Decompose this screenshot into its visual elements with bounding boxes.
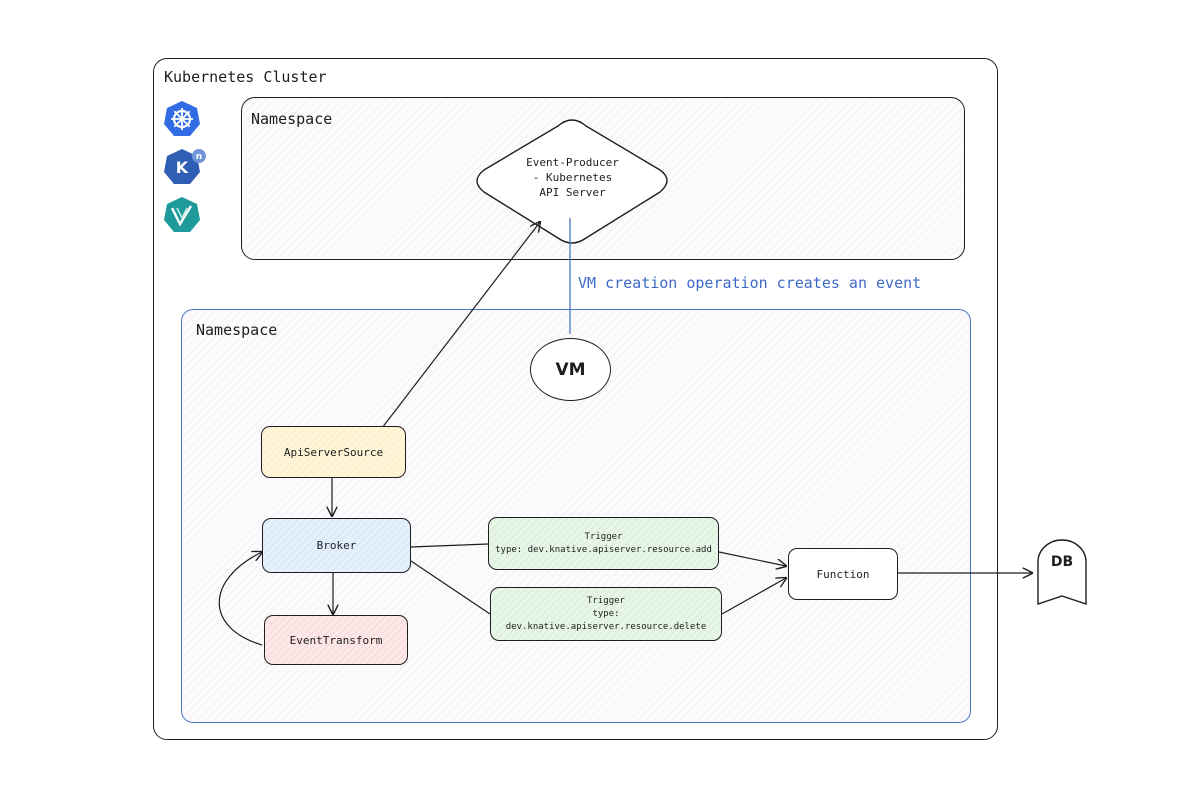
vm-creation-annotation: VM creation operation creates an event xyxy=(578,274,922,292)
function-node: Function xyxy=(788,548,898,600)
trigger-add-node: Trigger type: dev.knative.apiserver.reso… xyxy=(488,517,719,570)
svg-text:K: K xyxy=(176,158,189,177)
broker-node: Broker xyxy=(262,518,411,573)
api-server-source-node: ApiServerSource xyxy=(261,426,406,478)
api-server-source-label: ApiServerSource xyxy=(283,445,384,459)
event-transform-node: EventTransform xyxy=(264,615,408,665)
broker-label: Broker xyxy=(316,539,357,552)
trigger-delete-type: type: dev.knative.apiserver.resource.del… xyxy=(505,608,707,632)
trigger-delete-node: Trigger type: dev.knative.apiserver.reso… xyxy=(490,587,722,641)
vm-label: VM xyxy=(555,359,586,380)
kubernetes-logo-icon xyxy=(163,100,201,138)
db-label: DB xyxy=(1050,554,1074,570)
event-transform-label: EventTransform xyxy=(289,633,383,647)
knative-logo-icon: K n xyxy=(163,148,209,186)
trigger-add-type: type: dev.knative.apiserver.resource.add xyxy=(495,544,712,555)
trigger-delete-title: Trigger xyxy=(587,595,625,606)
namespace-bottom-title: Namespace xyxy=(196,321,278,339)
namespace-top-title: Namespace xyxy=(251,110,333,128)
svg-text:n: n xyxy=(196,152,202,162)
kubevirt-logo-icon xyxy=(163,196,201,234)
function-label: Function xyxy=(816,567,870,581)
event-producer-label: Event-Producer - Kubernetes API Server xyxy=(526,156,619,199)
cluster-title: Kubernetes Cluster xyxy=(164,68,327,86)
trigger-add-title: Trigger xyxy=(584,531,623,542)
vm-node: VM xyxy=(530,338,611,401)
